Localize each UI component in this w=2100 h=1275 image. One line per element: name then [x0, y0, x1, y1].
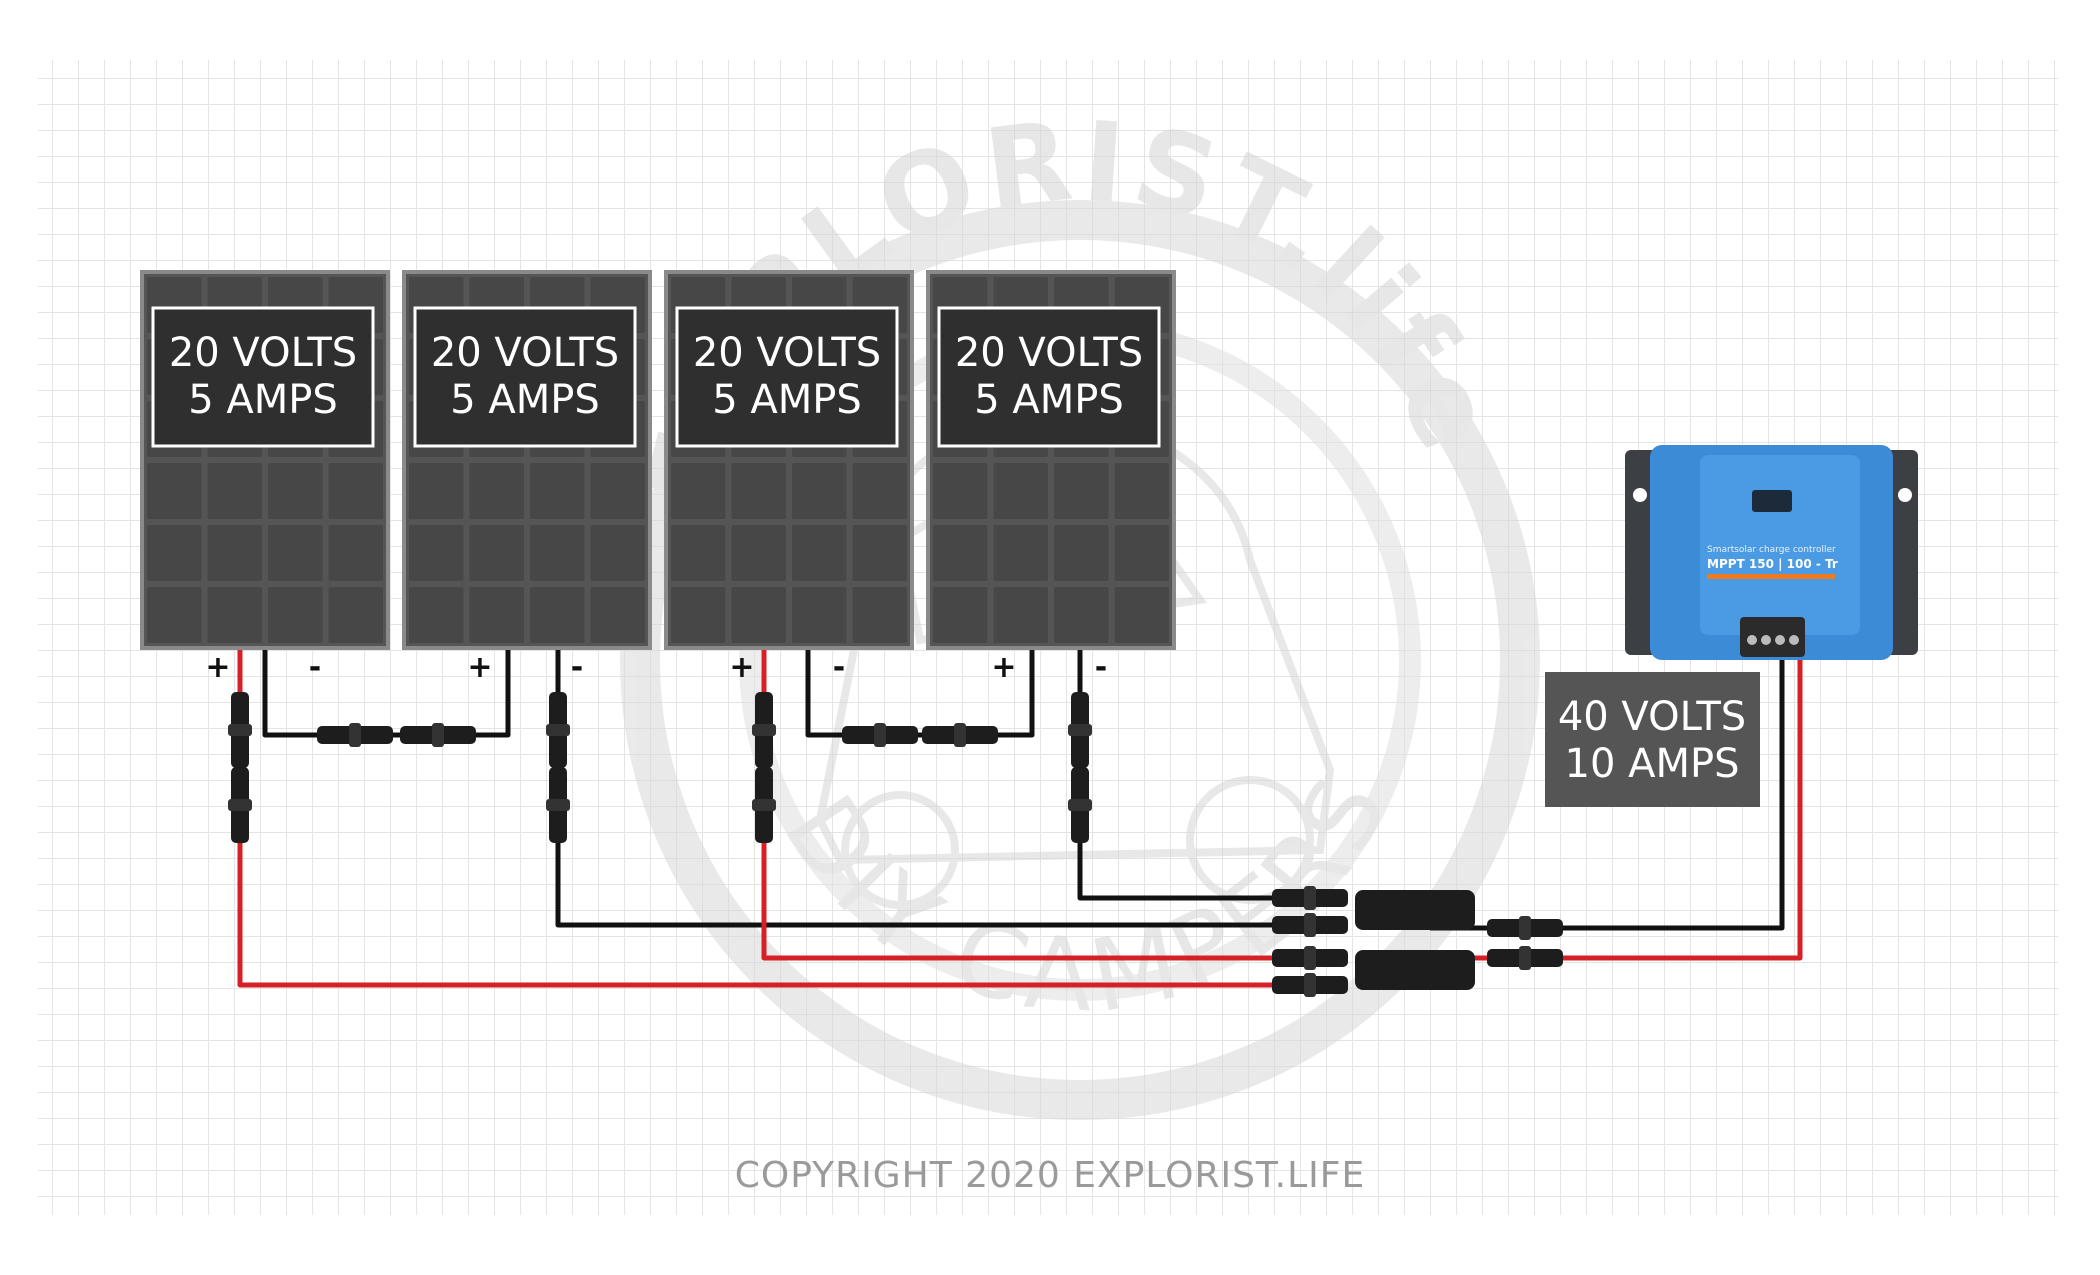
panel-amps-label: 5 AMPS — [712, 377, 862, 423]
panel-cell — [671, 463, 726, 519]
panel-cell — [852, 587, 907, 643]
controller-front-panel — [1700, 455, 1860, 635]
panel-volts-label: 20 VOLTS — [169, 330, 357, 376]
panel-cell — [671, 587, 726, 643]
panel-cell — [268, 463, 323, 519]
panel-cell — [993, 587, 1048, 643]
panel-cell — [207, 525, 262, 581]
panel-cell — [993, 525, 1048, 581]
panel-cell — [792, 587, 847, 643]
panel-cell — [933, 463, 988, 519]
panel-cell — [530, 463, 585, 519]
panel-cell — [147, 463, 202, 519]
controller-display — [1752, 490, 1792, 512]
panel-cell — [207, 587, 262, 643]
panel-cell — [1054, 525, 1109, 581]
panel-cell — [731, 463, 786, 519]
panel-negative-label: - — [1095, 650, 1107, 685]
panel-spec-box — [151, 306, 375, 448]
panel-cell — [852, 525, 907, 581]
panel-cell — [933, 525, 988, 581]
panel-cell — [590, 463, 645, 519]
panel-cell — [469, 587, 524, 643]
panel-positive-label: + — [205, 650, 230, 685]
panel-positive-label: + — [729, 650, 754, 685]
panel-cell — [147, 587, 202, 643]
panel-volts-label: 20 VOLTS — [955, 330, 1143, 376]
controller-orange-bar — [1707, 574, 1835, 579]
copyright-text: COPYRIGHT 2020 EXPLORIST.LIFE — [735, 1155, 1365, 1196]
panel-cell — [328, 463, 383, 519]
controller-line1: Smartsolar charge controller — [1707, 545, 1836, 555]
panel-negative-label: - — [833, 650, 845, 685]
y-branch-connector-icon — [1355, 890, 1475, 930]
panel-cell — [1114, 463, 1169, 519]
panel-cell — [469, 525, 524, 581]
output-volts-label: 40 VOLTS — [1558, 694, 1746, 740]
panel-cell — [792, 463, 847, 519]
output-amps-label: 10 AMPS — [1565, 741, 1740, 787]
panel-cell — [268, 525, 323, 581]
panel-negative-label: - — [309, 650, 321, 685]
panel-cell — [731, 525, 786, 581]
panel-cell — [328, 587, 383, 643]
panel-cell — [207, 463, 262, 519]
panel-cell — [590, 587, 645, 643]
panel-cell — [792, 525, 847, 581]
panel-spec-box — [413, 306, 637, 448]
panel-amps-label: 5 AMPS — [188, 377, 338, 423]
panel-amps-label: 5 AMPS — [450, 377, 600, 423]
panel-volts-label: 20 VOLTS — [431, 330, 619, 376]
charge-controller: Smartsolar charge controller MPPT 150 | … — [1625, 445, 1918, 660]
panel-cell — [590, 525, 645, 581]
panel-cell — [1114, 525, 1169, 581]
panel-cell — [328, 525, 383, 581]
mount-hole-right — [1898, 488, 1912, 502]
panel-cell — [530, 525, 585, 581]
panel-cell — [671, 525, 726, 581]
panel-cell — [409, 463, 464, 519]
panel-cell — [1054, 587, 1109, 643]
output-spec-box — [1545, 672, 1760, 807]
panel-positive-label: + — [991, 650, 1016, 685]
panel-cell — [530, 587, 585, 643]
series-wire-string-2 — [805, 650, 1035, 738]
panel-positive-label: + — [467, 650, 492, 685]
panel-spec-box — [675, 306, 899, 448]
panel-cell — [933, 587, 988, 643]
panel-negative-label: - — [571, 650, 583, 685]
panel-cell — [409, 587, 464, 643]
panel-amps-label: 5 AMPS — [974, 377, 1124, 423]
panel-cell — [409, 525, 464, 581]
panel-cell — [731, 587, 786, 643]
panel-volts-label: 20 VOLTS — [693, 330, 881, 376]
panel-cell — [1114, 587, 1169, 643]
mount-hole-left — [1633, 488, 1647, 502]
panel-cell — [852, 463, 907, 519]
panel-cell — [993, 463, 1048, 519]
panel-cell — [1054, 463, 1109, 519]
panel-cell — [147, 525, 202, 581]
y-branch-connector-icon — [1355, 950, 1475, 990]
mc4-connectors — [228, 692, 1563, 997]
controller-model: MPPT 150 | 100 - Tr — [1707, 557, 1838, 571]
panel-cell — [469, 463, 524, 519]
controller-terminal-block — [1740, 617, 1805, 657]
panel-cell — [268, 587, 323, 643]
panel-spec-box — [937, 306, 1161, 448]
